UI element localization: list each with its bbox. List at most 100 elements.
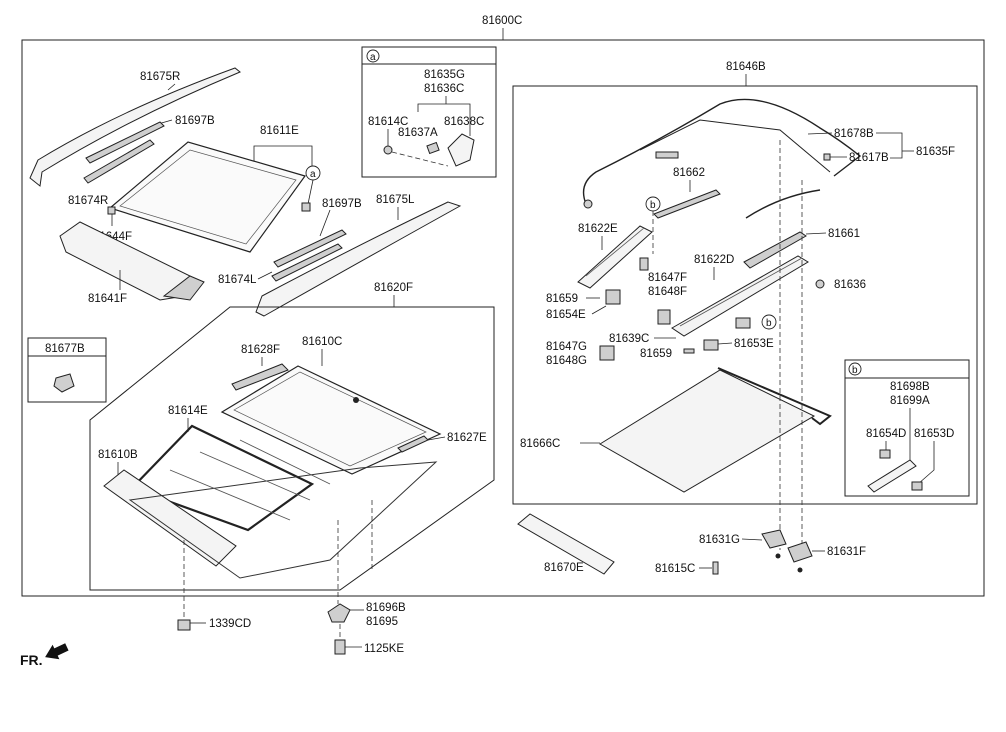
label-81627E: 81627E: [447, 432, 487, 444]
part-81670E: [517, 513, 615, 575]
detail-a-bracket: [417, 103, 471, 112]
subassembly-81620F-label: 81620F: [374, 282, 413, 294]
label-81675R: 81675R: [140, 71, 180, 83]
deflector-end-part: [162, 275, 205, 301]
glass-81610C-part: [220, 365, 442, 475]
part-81647F: [639, 257, 649, 271]
leader-81661: [805, 232, 827, 235]
bracket-b2-part: [735, 317, 751, 329]
label-81659-a: 81659: [546, 293, 578, 305]
label-81622E: 81622E: [578, 223, 618, 235]
label-81661: 81661: [828, 228, 860, 240]
label-81639C: 81639C: [609, 333, 649, 345]
grommet-81677B-part: [53, 373, 75, 393]
detail-a-box: [361, 46, 497, 178]
detail-b-right-part: [911, 481, 923, 491]
part-81659-b: [683, 348, 695, 354]
detail-b-box: [844, 359, 970, 497]
leader-81611E: [253, 145, 313, 172]
clip-81617B-part: [823, 153, 831, 161]
roof-rail-right-part: [29, 67, 241, 187]
detail-b-left-part: [879, 449, 891, 459]
leader-81697B-mid: [319, 209, 331, 237]
strip-81627E-part: [397, 435, 429, 453]
subassembly-81646B-label: 81646B: [726, 61, 766, 73]
guide-81628F-part: [231, 363, 289, 391]
label-81610B: 81610B: [98, 449, 138, 461]
part-81648F: [657, 309, 671, 325]
frame-81620F-part: [128, 461, 438, 579]
panel-81610B-part: [103, 469, 237, 567]
detail-a-right-label: 81638C: [444, 116, 484, 128]
main-assembly-label: 81600C: [482, 15, 522, 27]
label-1339CD: 1339CD: [209, 618, 251, 630]
label-81678B: 81678B: [834, 128, 874, 140]
detail-b-left-label: 81654D: [866, 428, 906, 440]
label-81648F: 81648F: [648, 286, 687, 298]
detail-a-clip-part: [383, 145, 393, 155]
callout-a: a: [310, 169, 316, 180]
label-81695: 81695: [366, 616, 398, 628]
cable-guide-part: [639, 119, 831, 173]
part-81647G: [599, 345, 615, 361]
label-81653E: 81653E: [734, 338, 774, 350]
leader-81674L: [257, 271, 273, 280]
box-81677B-label: 81677B: [45, 343, 85, 355]
rail-81622D-groove: [679, 257, 803, 327]
glass-81610C-mark: [353, 397, 359, 403]
nut-1339CD-part: [177, 619, 191, 631]
detail-a-mid-label: 81637A: [398, 127, 438, 139]
label-81659-b: 81659: [640, 348, 672, 360]
subassembly-81646B-frame: [512, 85, 978, 505]
bracket-81696B-part: [327, 603, 351, 623]
leader-81627E: [427, 436, 446, 441]
label-81614E: 81614E: [168, 405, 208, 417]
deflector-left-part: [271, 243, 343, 282]
label-81696B: 81696B: [366, 602, 406, 614]
rail-81662-part: [653, 189, 721, 219]
label-1125KE: 1125KE: [364, 643, 404, 655]
bolt-1125KE-part: [334, 639, 346, 655]
detail-b-right-leader: [917, 441, 935, 485]
bolt-81615C-part: [712, 561, 719, 575]
detail-a-letter-circle: [366, 49, 380, 63]
label-81628F: 81628F: [241, 344, 280, 356]
rail-81622E-groove: [585, 227, 645, 277]
label-81615C: 81615C: [655, 563, 695, 575]
leader-81654E: [591, 305, 607, 315]
cable-clip-part: [655, 151, 679, 159]
motor-81631G-part: [761, 529, 787, 549]
frame-81620F-ribs: [169, 439, 331, 521]
detail-b-letter: b: [852, 365, 858, 376]
cable-connector-part: [583, 199, 593, 209]
label-81636: 81636: [834, 279, 866, 291]
front-indicator: FR.: [20, 652, 43, 668]
callout-b2: b: [766, 318, 772, 329]
bracket-81635F: [876, 132, 903, 159]
callout-b1: b: [650, 200, 656, 211]
leader-81653E: [717, 342, 733, 345]
motor-81631F-part: [787, 541, 813, 563]
label-81635F: 81635F: [916, 146, 955, 158]
label-81674R: 81674R: [68, 195, 108, 207]
leader-81678B: [807, 132, 833, 135]
bolt-81614C-part: [301, 202, 311, 212]
callout-b2-circle: [761, 314, 777, 330]
detail-b-bracket-part: [867, 459, 917, 493]
clip-81644F-part: [107, 206, 116, 215]
weatherstrip-top-part: [85, 121, 165, 164]
leader-81675R: [167, 83, 176, 91]
label-81648G: 81648G: [546, 355, 587, 367]
detail-a-bracket-part: [447, 133, 475, 167]
sunshade-roller-part: [717, 367, 832, 426]
detail-b-letter-circle: [848, 362, 862, 376]
label-81631G: 81631G: [699, 534, 740, 546]
rail-81622D-part: [671, 255, 809, 337]
main-assembly-frame: [21, 39, 985, 597]
label-81666C: 81666C: [520, 438, 560, 450]
label-81610C: 81610C: [302, 336, 342, 348]
label-81675L: 81675L: [376, 194, 415, 206]
label-81611E: 81611E: [260, 125, 299, 137]
weatherstrip-mid-part: [273, 229, 347, 268]
